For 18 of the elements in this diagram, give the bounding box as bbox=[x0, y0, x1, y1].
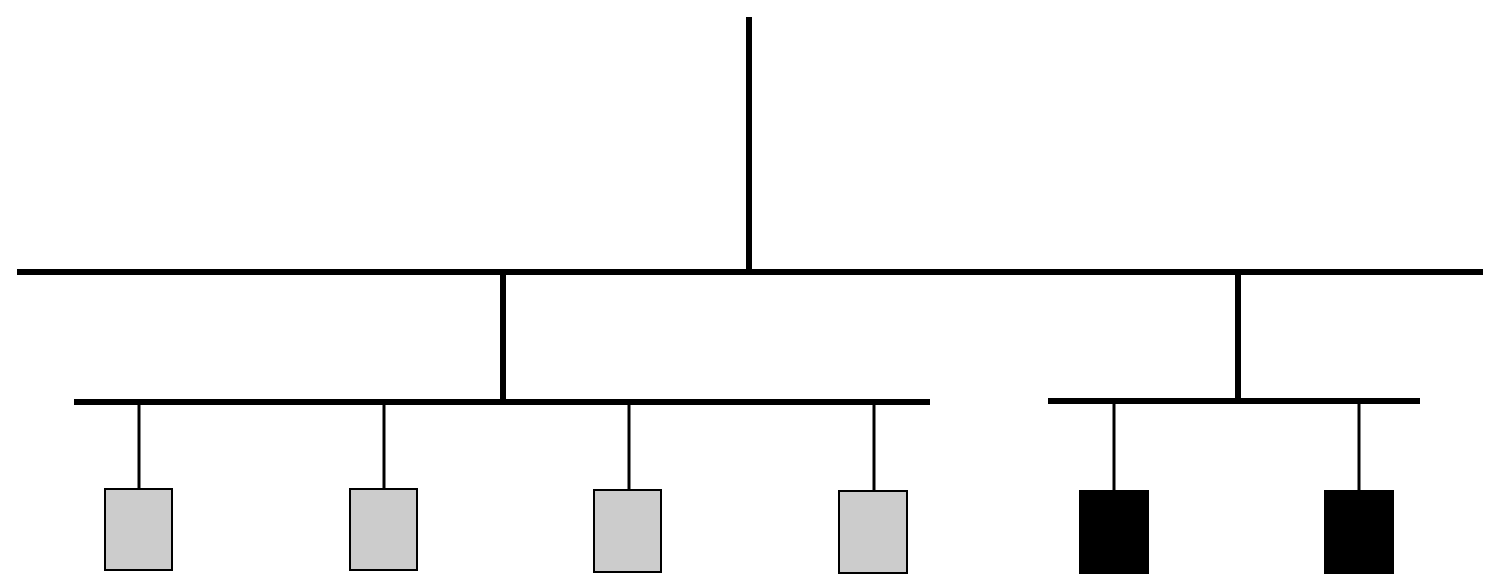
bus-bar bbox=[74, 399, 930, 405]
connector-line bbox=[627, 405, 631, 489]
device-box bbox=[1079, 490, 1149, 574]
connector-line bbox=[1235, 275, 1241, 398]
device-box bbox=[104, 488, 173, 571]
connector-line bbox=[746, 17, 752, 269]
bus-bar bbox=[1048, 398, 1420, 404]
connector-line bbox=[382, 405, 386, 488]
bus-bar bbox=[17, 269, 1483, 275]
connector-line bbox=[872, 405, 876, 490]
device-box bbox=[838, 490, 908, 574]
connector-line bbox=[500, 275, 506, 399]
connector-line bbox=[1357, 404, 1361, 490]
connector-line bbox=[137, 405, 141, 488]
device-box bbox=[593, 489, 662, 573]
device-box bbox=[1324, 490, 1394, 574]
connector-line bbox=[1112, 404, 1116, 490]
device-box bbox=[349, 488, 418, 571]
